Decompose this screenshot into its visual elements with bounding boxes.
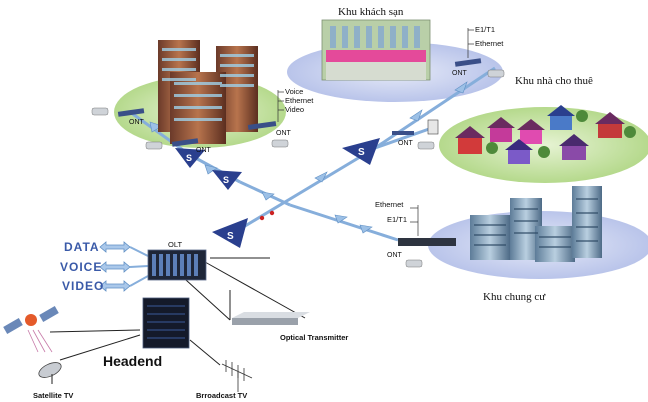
apartment-ont-label: ONT [387, 252, 403, 259]
hotel-ont-label: ONT [452, 70, 468, 77]
headend-label: Headend [103, 353, 162, 369]
service-data-label: DATA [64, 240, 100, 254]
optical-transmitter-label: Optical Transmitter [280, 333, 348, 342]
rental-houses [427, 105, 636, 164]
apartment-towers [470, 186, 602, 262]
splitter-main: S [212, 218, 248, 248]
satellite-label: Satellite TV [33, 391, 73, 400]
service-links [129, 246, 149, 287]
office-ont-label-1: ONT [129, 119, 145, 126]
hotel-ont [454, 58, 482, 67]
hotel-zone-title: Khu khách sạn [338, 6, 404, 18]
headend-links [49, 257, 306, 366]
splitter-1: S [175, 148, 205, 168]
apartment-port-ethernet: Ethernet [375, 200, 404, 209]
olt-device [147, 249, 207, 281]
splitter-branch: S [342, 138, 380, 165]
svg-text:S: S [227, 231, 234, 242]
satellite-dish-icon [38, 362, 62, 384]
service-arrows [99, 241, 131, 292]
office-ont-devices [91, 107, 289, 150]
apartment-port-e1: E1/T1 [387, 215, 407, 224]
office-port-ethernet: Ethernet [285, 96, 314, 105]
service-video-label: VIDEO [62, 279, 104, 293]
rental-ont-label: ONT [398, 140, 414, 147]
apartment-zone-title: Khu chung cư [483, 291, 546, 303]
svg-text:S: S [358, 147, 365, 158]
satellite-signal [27, 329, 53, 353]
office-ont-label-2: ONT [196, 147, 212, 154]
hotel-port-e1: E1/T1 [475, 25, 495, 34]
fiber-flow-arrows [149, 81, 468, 234]
office-ont-label-3: ONT [276, 130, 292, 137]
svg-text:S: S [186, 153, 192, 163]
broadcast-label: Brroadcast TV [196, 391, 247, 400]
rental-ont [392, 131, 414, 135]
service-voice-label: VOICE [60, 260, 102, 274]
hotel-port-ethernet: Ethernet [475, 39, 504, 48]
optical-transmitter [232, 312, 310, 325]
olt-label: OLT [168, 240, 182, 249]
office-port-voice: Voice [285, 87, 303, 96]
apartment-ont [398, 238, 456, 246]
rental-zone-title: Khu nhà cho thuê [515, 75, 593, 87]
broadcast-antenna-icon [221, 360, 253, 392]
svg-text:S: S [223, 175, 229, 185]
office-port-video: Video [285, 105, 304, 114]
splitter-2: S [212, 170, 242, 190]
satellite-icon [3, 306, 59, 334]
headend-rack [142, 297, 190, 349]
hotel-building [321, 19, 431, 81]
office-buildings [158, 40, 258, 144]
